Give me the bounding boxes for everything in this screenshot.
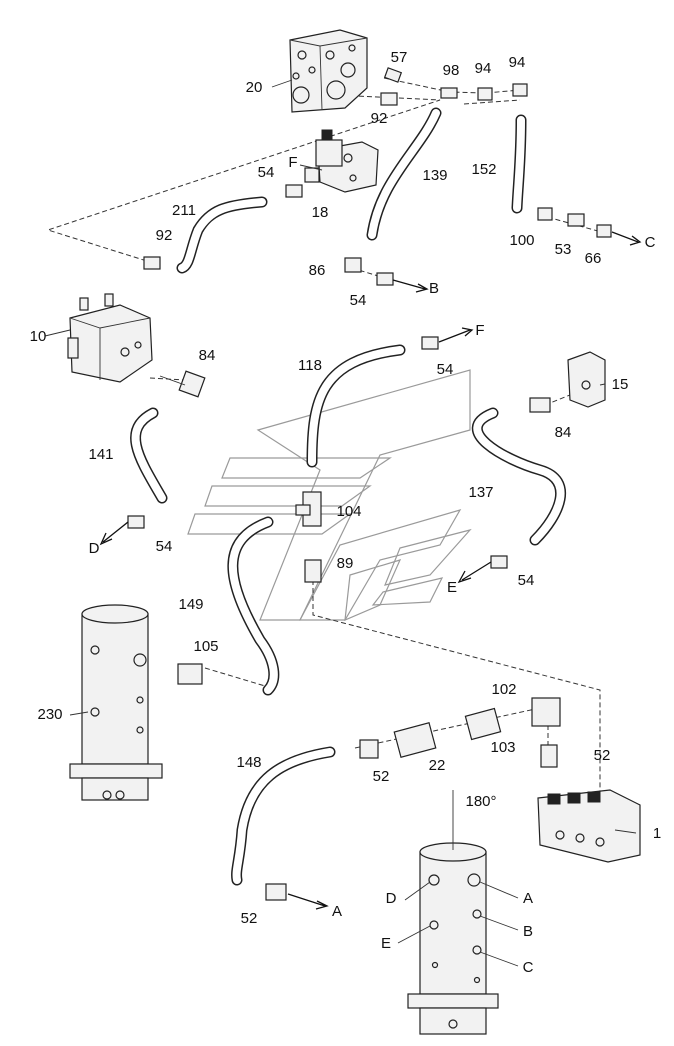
callout-label: 152 xyxy=(471,161,496,178)
control-valve-1 xyxy=(537,789,641,863)
callout-label: 54 xyxy=(518,572,535,589)
callout-label: 102 xyxy=(491,681,516,698)
callout-label: 94 xyxy=(475,60,492,77)
callout-label: 94 xyxy=(509,54,526,71)
callout-label: 54 xyxy=(437,361,454,378)
callout-label: 66 xyxy=(585,250,602,267)
callout-label: 10 xyxy=(30,328,47,345)
callout-label: 149 xyxy=(178,596,203,613)
callout-label: 54 xyxy=(350,292,367,309)
callout-label: 98 xyxy=(443,62,460,79)
callout-label: D xyxy=(386,890,397,907)
callout-label: E xyxy=(381,935,391,952)
callout-label: 84 xyxy=(555,424,572,441)
callout-label: 103 xyxy=(490,739,515,756)
callout-label: C xyxy=(523,959,534,976)
callout-label: D xyxy=(89,540,100,557)
solenoid-valve-18 xyxy=(304,129,379,193)
callout-label: 211 xyxy=(172,202,196,219)
hoses xyxy=(130,107,566,886)
valve-block-10 xyxy=(67,293,153,383)
callout-label: B xyxy=(523,923,533,940)
valve-block-15 xyxy=(567,351,606,408)
callout-label: 139 xyxy=(422,167,447,184)
callout-label: 148 xyxy=(236,754,261,771)
callout-label: E xyxy=(447,579,457,596)
callout-label: 92 xyxy=(156,227,173,244)
rotary-joint-230 xyxy=(69,604,163,801)
fittings xyxy=(127,67,612,901)
callout-label: 104 xyxy=(336,503,361,520)
callout-label: 1 xyxy=(653,825,661,842)
callout-label: 18 xyxy=(312,204,329,221)
callout-label: 89 xyxy=(337,555,354,572)
callout-label: 52 xyxy=(594,747,611,764)
callout-label: 141 xyxy=(88,446,113,463)
callout-label: 86 xyxy=(309,262,326,279)
callout-label: 52 xyxy=(241,910,258,927)
callout-label: 22 xyxy=(429,757,446,774)
callout-label: A xyxy=(523,890,533,907)
callout-label: 52 xyxy=(373,768,390,785)
leader-lines xyxy=(44,79,637,967)
callout-label: C xyxy=(645,234,656,251)
callout-label: 54 xyxy=(258,164,275,181)
rotary-joint-rotated xyxy=(407,790,499,1035)
callout-label: 100 xyxy=(509,232,534,249)
callout-label: 137 xyxy=(468,484,493,501)
callout-label: 54 xyxy=(156,538,173,555)
callout-label: A xyxy=(332,903,342,920)
callout-label: 230 xyxy=(37,706,62,723)
direction-arrows xyxy=(99,231,642,910)
valve-block-20 xyxy=(289,29,368,113)
callout-label: F xyxy=(288,154,297,171)
callout-label: 57 xyxy=(391,49,408,66)
callout-label: 84 xyxy=(199,347,216,364)
callout-label: 92 xyxy=(371,110,388,127)
callout-label: 20 xyxy=(246,79,263,96)
callout-label: 53 xyxy=(555,241,572,258)
callout-label: 180° xyxy=(465,793,496,810)
callout-label: B xyxy=(429,280,439,297)
callout-label: 118 xyxy=(298,357,322,374)
callout-label: 15 xyxy=(612,376,629,393)
callout-label: 105 xyxy=(193,638,218,655)
callout-label: F xyxy=(475,322,484,339)
